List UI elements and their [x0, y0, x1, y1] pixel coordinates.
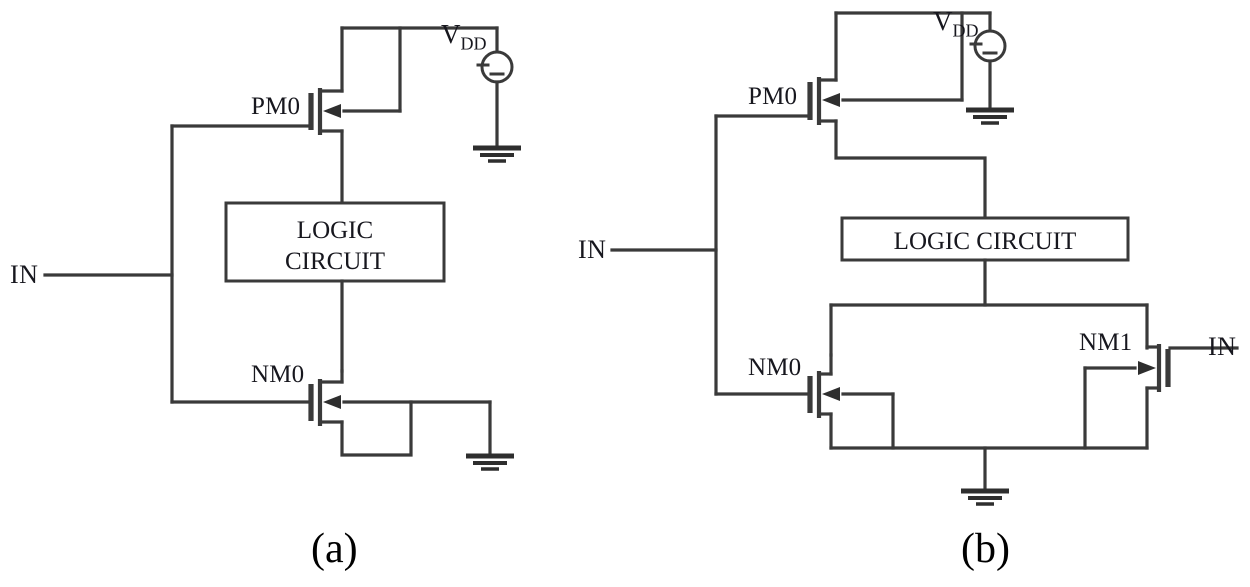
vdd-circle-b	[973, 29, 1007, 63]
ground-symbol-vdd-b	[966, 107, 1014, 125]
transistor-label-pm0-b: PM0	[748, 83, 798, 110]
transistor-pm0-a	[308, 88, 402, 135]
vdd-sub-text-a: DD	[460, 33, 487, 54]
logic-box-label-b: LOGIC CIRCUIT	[842, 227, 1128, 258]
logic-box-a	[224, 201, 446, 283]
logic-box-line1-a: LOGIC	[296, 217, 374, 244]
transistor-nm0-b	[807, 371, 895, 418]
caption-b: (b)	[961, 526, 1010, 572]
logic-box-label-a: LOGIC CIRCUIT	[226, 216, 444, 277]
logic-box-line1-b: LOGIC CIRCUIT	[893, 228, 1077, 255]
pm0-drain-to-logic-b	[834, 119, 987, 220]
transistor-label-nm0-a: NM0	[251, 361, 305, 388]
transistor-nm0-a	[308, 379, 492, 426]
voltage-source-vdd-b	[969, 11, 1007, 111]
nm0-source-loop-a	[340, 400, 413, 457]
ground-symbol-b	[961, 488, 1009, 506]
input-label-b: IN	[578, 235, 607, 264]
supply-label-vdd-b: VDD	[933, 6, 979, 41]
pm0-bulk-arrow-a	[323, 104, 341, 118]
transistor-nm1-b	[1083, 344, 1171, 392]
transistor-label-nm0-b: NM0	[748, 354, 802, 381]
vdd-circle-a	[480, 50, 514, 84]
nm1-bulk-arrow-b	[1138, 361, 1156, 375]
caption-a: (a)	[311, 526, 358, 572]
input-label-right-b: IN	[1208, 332, 1237, 361]
vdd-main-text-a: V	[441, 19, 461, 49]
ground-symbol-vdd-a	[473, 145, 521, 163]
ground-symbol-nm0-a	[466, 453, 514, 471]
transistor-label-nm1-b: NM1	[1079, 329, 1133, 356]
panel-a-schematic	[43, 26, 521, 471]
transistor-pm0-b	[807, 77, 964, 125]
voltage-source-vdd-a	[476, 26, 514, 149]
panel-b-schematic	[610, 11, 1239, 506]
nm0-bulk-arrow-a	[323, 395, 341, 409]
vdd-sub-text-b: DD	[952, 20, 979, 41]
supply-label-vdd-a: VDD	[441, 19, 487, 54]
input-label-a: IN	[10, 260, 39, 289]
transistor-label-pm0-a: PM0	[251, 93, 301, 120]
vdd-main-text-b: V	[933, 6, 953, 36]
logic-box-line2-a: CIRCUIT	[285, 247, 385, 275]
nm0-bulk-arrow-b	[822, 387, 840, 401]
pm0-bulk-arrow-b	[822, 93, 840, 107]
